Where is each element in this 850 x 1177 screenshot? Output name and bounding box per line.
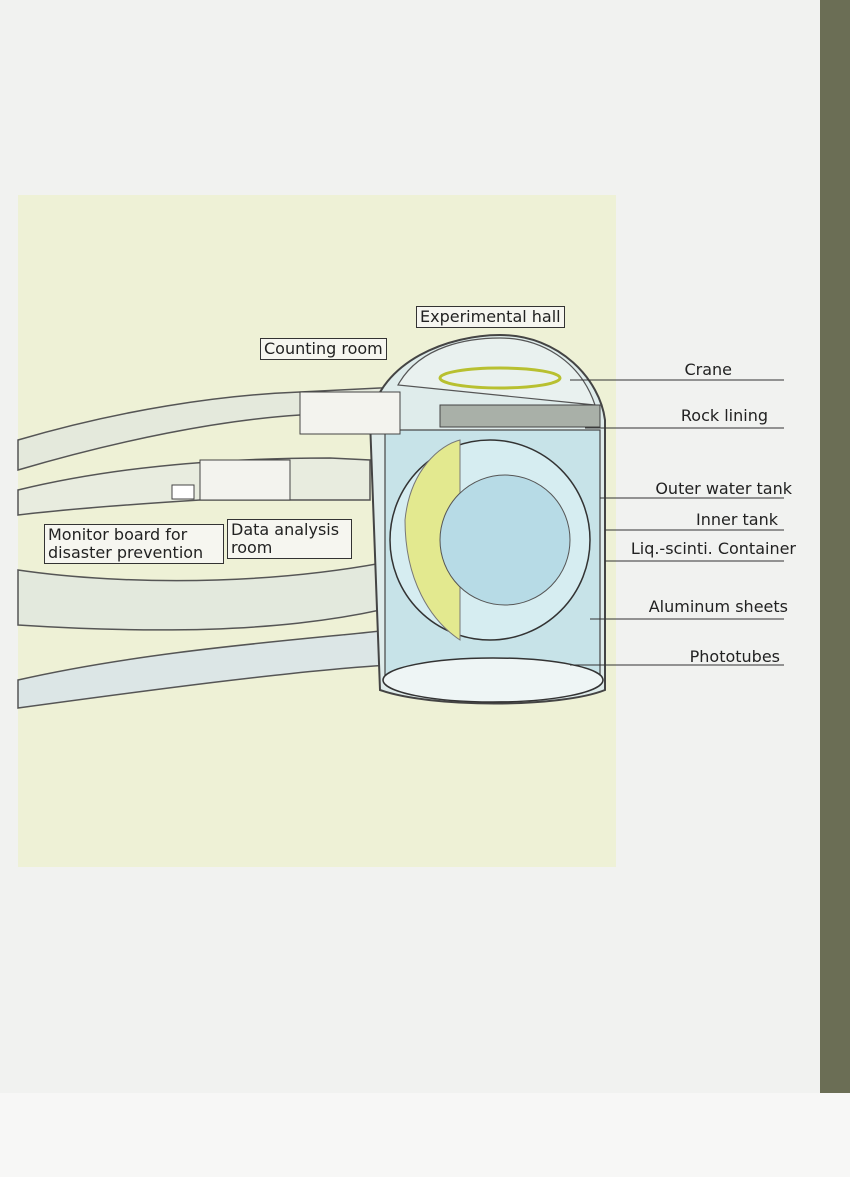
label-monitor-board-line1: Monitor board for bbox=[48, 525, 188, 544]
label-experimental-hall: Experimental hall bbox=[416, 306, 565, 328]
leader-lines bbox=[570, 379, 784, 666]
label-data-analysis-room: Data analysis room bbox=[227, 519, 352, 559]
label-phototubes: Phototubes bbox=[689, 647, 780, 666]
label-liq-scinti-container: Liq.-scinti. Container bbox=[630, 539, 796, 558]
label-crane: Crane bbox=[684, 360, 732, 379]
data-analysis-room-building bbox=[199, 459, 291, 501]
page-bottom-margin bbox=[0, 1093, 850, 1177]
counting-room-building bbox=[299, 391, 401, 435]
tank-base bbox=[382, 657, 604, 703]
label-monitor-board-line2: disaster prevention bbox=[48, 543, 204, 562]
label-inner-tank: Inner tank bbox=[696, 510, 778, 529]
label-counting-room: Counting room bbox=[260, 338, 387, 360]
hall-floor bbox=[439, 404, 601, 428]
label-aluminum-sheets: Aluminum sheets bbox=[648, 597, 788, 616]
bottom-tunnel bbox=[17, 629, 391, 709]
scan-edge-strip bbox=[820, 0, 850, 1093]
crane-ring bbox=[438, 366, 562, 390]
label-monitor-board: Monitor board for disaster prevention bbox=[44, 524, 224, 564]
label-rock-lining: Rock lining bbox=[680, 406, 768, 425]
phototube-wall bbox=[404, 439, 461, 641]
dome bbox=[397, 337, 596, 406]
inner-balloon bbox=[439, 474, 571, 606]
label-outer-water-tank: Outer water tank bbox=[655, 479, 792, 498]
label-data-analysis-line2: room bbox=[231, 538, 273, 557]
monitor-board bbox=[171, 484, 195, 500]
label-data-analysis-line1: Data analysis bbox=[231, 520, 340, 539]
